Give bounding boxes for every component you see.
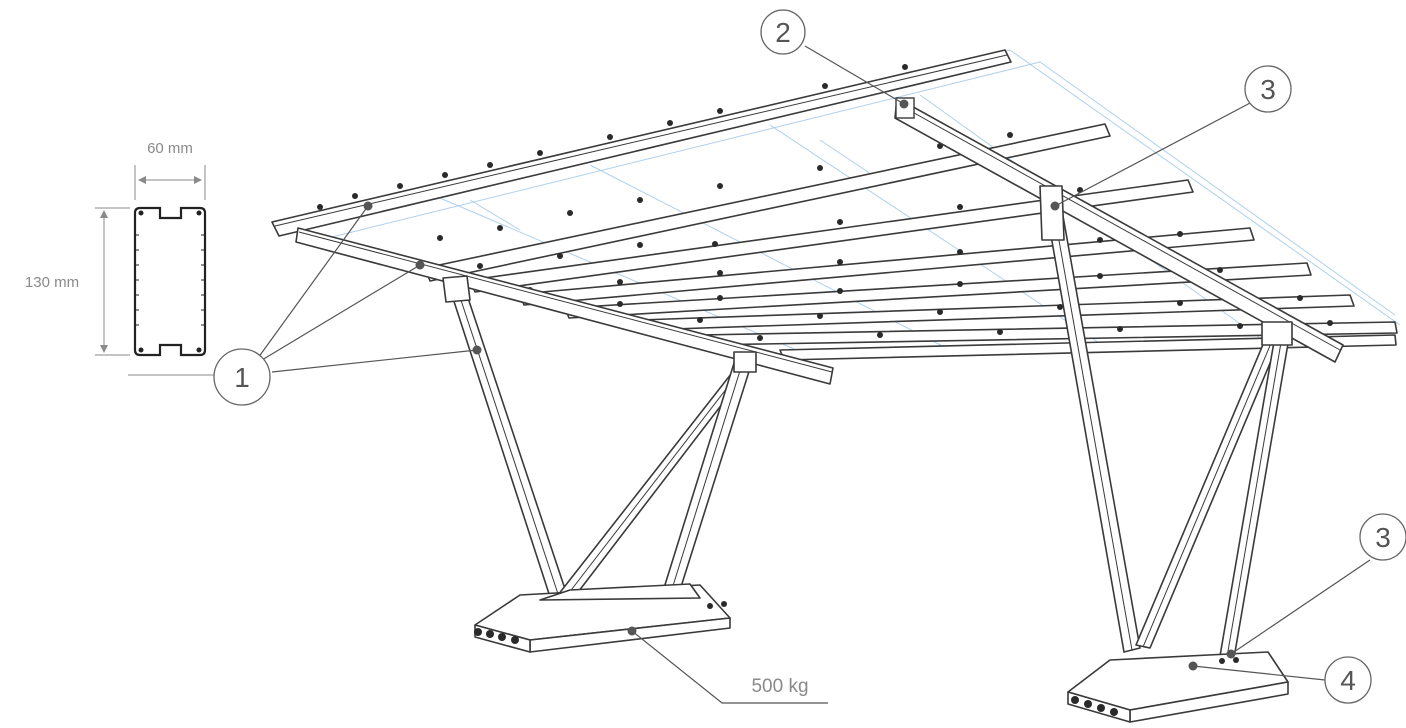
callout-3-top: 3 (1244, 65, 1292, 113)
callout-4: 4 (1324, 656, 1372, 704)
callout-2: 2 (760, 9, 806, 55)
profile-cross-section: 60 mm 130 mm (25, 140, 215, 376)
callout-3-bottom-number: 3 (1375, 522, 1391, 553)
profile-shape (133, 206, 207, 357)
callout-1: 1 (213, 348, 271, 406)
right-support-frame (1039, 185, 1293, 659)
right-ballast-block (1067, 651, 1289, 723)
ballast-weight-label: 500 kg (751, 676, 808, 697)
left-support-frame (442, 275, 757, 604)
left-ballast-block (474, 583, 731, 653)
left-girder (295, 227, 834, 385)
leader-lines (257, 45, 1371, 704)
purlins (271, 49, 1398, 361)
callout-1-number: 1 (234, 362, 250, 393)
profile-height-label: 130 mm (25, 274, 79, 291)
callout-3-top-number: 3 (1260, 74, 1276, 105)
profile-width-label: 60 mm (147, 140, 193, 157)
callout-2-number: 2 (775, 17, 791, 48)
purlin-bolts (317, 64, 1333, 341)
callout-3-bottom: 3 (1359, 513, 1406, 561)
callout-4-number: 4 (1340, 665, 1356, 696)
